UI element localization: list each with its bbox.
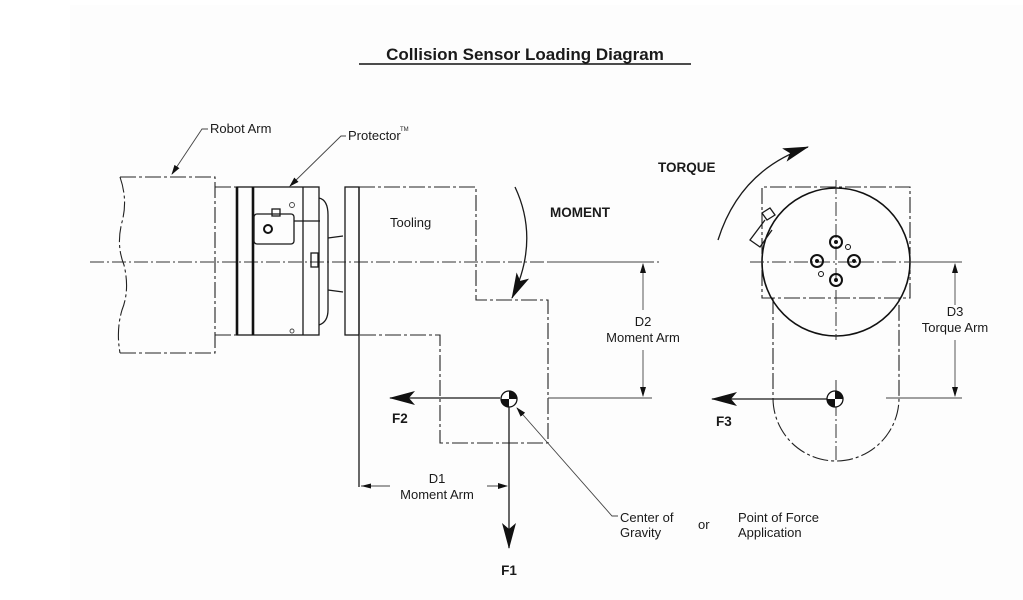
robot-arm-label: Robot Arm — [210, 121, 271, 136]
d3-sublabel: Torque Arm — [922, 320, 988, 335]
d1-sublabel: Moment Arm — [400, 487, 474, 502]
protector-sensor — [235, 186, 344, 336]
protector-leader — [289, 135, 346, 187]
f1-label: F1 — [501, 563, 517, 578]
point-of-force-label-line2: Application — [738, 525, 802, 540]
trademark-symbol: TM — [400, 127, 409, 133]
robot-arm — [117, 176, 237, 354]
cog-label-line2: Gravity — [620, 525, 662, 540]
or-label: or — [698, 517, 710, 532]
d2-label: D2 — [635, 314, 652, 329]
center-of-gravity-symbol-end-view — [826, 390, 844, 408]
f2-label: F2 — [392, 411, 408, 426]
diagram-title: Collision Sensor Loading Diagram — [386, 45, 664, 64]
tooling — [344, 186, 549, 487]
d1-label: D1 — [429, 471, 446, 486]
cog-label-line1: Center of — [620, 510, 674, 525]
point-of-force-label-line1: Point of Force — [738, 510, 819, 525]
f3-label: F3 — [716, 414, 732, 429]
robot-arm-leader — [171, 128, 208, 175]
d3-dimension — [886, 261, 962, 399]
d2-dimension — [548, 261, 652, 399]
tooling-label: Tooling — [390, 215, 431, 230]
torque-label: TORQUE — [658, 160, 716, 175]
protector-label: Protector — [348, 128, 401, 143]
center-of-gravity-symbol — [500, 390, 518, 408]
d1-dimension — [361, 483, 508, 489]
moment-label: MOMENT — [550, 205, 611, 220]
center-of-gravity-leader — [516, 407, 618, 517]
diagram-background — [70, 5, 1023, 600]
torque-arrow — [717, 146, 809, 241]
d3-label: D3 — [947, 304, 964, 319]
d2-sublabel: Moment Arm — [606, 330, 680, 345]
moment-arrow — [511, 186, 530, 299]
